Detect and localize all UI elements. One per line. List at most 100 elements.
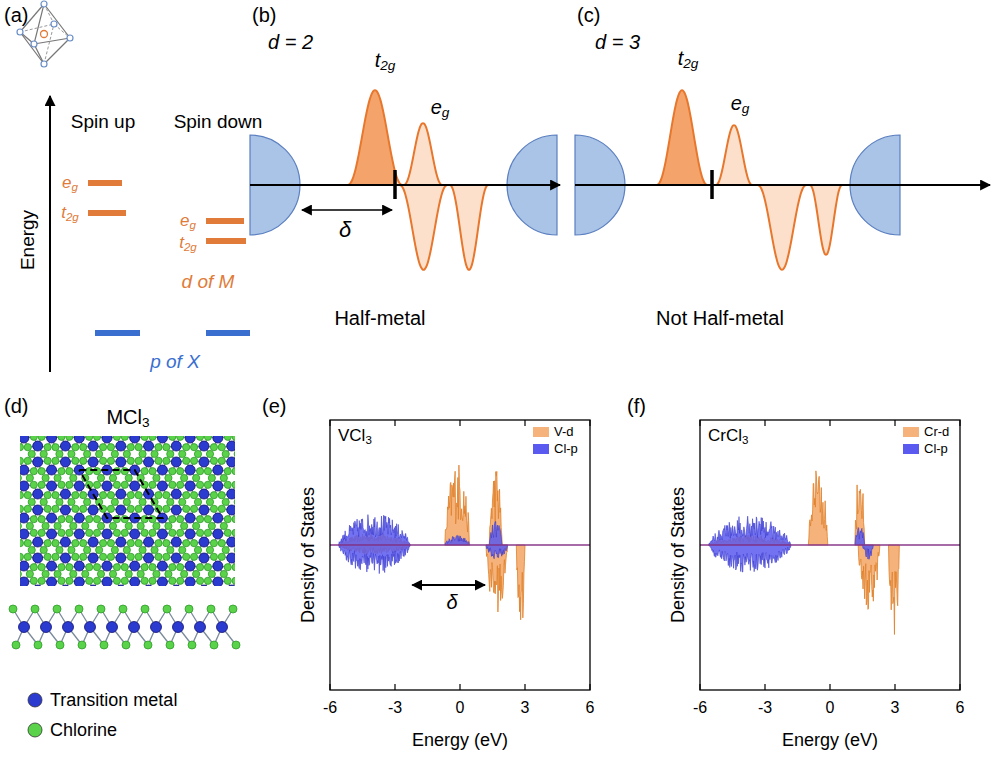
- metal-atom: [88, 457, 98, 467]
- chlorine-atom: [196, 564, 203, 571]
- plot-frame: [330, 420, 590, 690]
- chlorine-atom: [177, 564, 184, 571]
- chlorine-atom: [222, 498, 229, 505]
- d-dos-area: [889, 545, 900, 634]
- chlorine-atom: [111, 450, 118, 457]
- chlorine-atom: [232, 577, 235, 584]
- chlorine-atom: [40, 498, 47, 505]
- chlorine-atom: [56, 450, 63, 457]
- chlorine-atom: [40, 546, 47, 553]
- chlorine-atom: [97, 474, 104, 481]
- metal-atom: [47, 465, 57, 475]
- level-label: p of X: [150, 351, 200, 373]
- metal-atom: [102, 436, 112, 443]
- metal-atom: [116, 489, 126, 499]
- tick-label: 6: [956, 699, 965, 717]
- metal-atom: [199, 457, 209, 467]
- chlorine-atom: [113, 516, 120, 523]
- metal-atom: [60, 553, 70, 563]
- chlorine-atom: [179, 450, 186, 457]
- chlorine-atom: [28, 498, 35, 505]
- chlorine-atom: [54, 522, 61, 529]
- metal-atom: [144, 441, 154, 451]
- d-dos-area: [489, 471, 502, 545]
- chlorine-atom: [210, 492, 217, 499]
- chlorine-atom: [20, 474, 21, 481]
- chlorine-atom: [113, 529, 120, 536]
- metal-atom: [88, 585, 98, 586]
- chlorine-atom: [204, 468, 211, 475]
- legend-text: Cl-p: [924, 442, 948, 457]
- chlorine-atom: [107, 540, 114, 547]
- metal-atom: [74, 529, 84, 539]
- chlorine-atom: [93, 564, 100, 571]
- chlorine-atom: [190, 540, 197, 547]
- chlorine-atom: [99, 540, 106, 547]
- chlorine-atom: [163, 505, 170, 512]
- chlorine-atom: [113, 436, 120, 440]
- chlorine-atom: [53, 605, 61, 613]
- dos-peak-outline: [400, 185, 447, 270]
- p-dos-area: [445, 535, 470, 545]
- ligand-atom: [41, 61, 47, 67]
- metal-atom: [33, 585, 43, 586]
- chlorine-atom: [206, 450, 213, 457]
- metal-atom: [227, 553, 235, 563]
- dos-peak-fill: [450, 185, 488, 270]
- chlorine-atom: [153, 522, 160, 529]
- chlorine-atom: [149, 468, 156, 475]
- metal-atom: [213, 529, 223, 539]
- chlorine-atom: [66, 436, 73, 440]
- chlorine-atom: [38, 516, 45, 523]
- chlorine-atom: [12, 641, 20, 649]
- chlorine-atom: [20, 570, 21, 577]
- axis-label: Energy: [17, 210, 39, 270]
- chlorine-atom: [141, 529, 148, 536]
- tick: [459, 420, 460, 426]
- chlorine-atom: [123, 498, 130, 505]
- chlorine-atom: [229, 605, 237, 613]
- chlorine-atom: [68, 498, 75, 505]
- chlorine-atom: [177, 481, 184, 488]
- metal-atom: [144, 553, 154, 563]
- chlorine-atom: [166, 641, 174, 649]
- dos-peak-fill: [716, 125, 752, 185]
- d-level-bar: [88, 180, 122, 186]
- d-dos-area: [516, 545, 525, 620]
- metal-atom: [199, 537, 209, 547]
- chlorine-atom: [232, 564, 235, 571]
- metal-atom: [171, 553, 181, 563]
- metal-atom: [33, 441, 43, 451]
- d-level-bar: [206, 218, 244, 224]
- octahedron-edge: [34, 4, 44, 44]
- chlorine-atom: [66, 529, 73, 536]
- chlorine-atom: [38, 436, 45, 440]
- metal-atom: [227, 489, 235, 499]
- chlorine-atom: [204, 529, 211, 536]
- metal-atom: [107, 622, 118, 633]
- metal-atom: [213, 481, 223, 491]
- chlorine-atom: [20, 492, 24, 499]
- chlorine-atom: [30, 436, 37, 440]
- chlorine-atom: [232, 529, 235, 536]
- metal-atom: [213, 577, 223, 586]
- metal-atom: [74, 436, 84, 443]
- p-level-bar: [206, 330, 250, 336]
- metal-atom: [185, 465, 195, 475]
- chlorine-atom: [196, 436, 203, 440]
- chlorine-atom: [218, 457, 225, 464]
- chlorine-atom: [26, 570, 33, 577]
- chlorine-atom: [218, 444, 225, 451]
- chlorine-atom: [58, 468, 65, 475]
- chlorine-atom: [26, 474, 33, 481]
- chlorine-atom: [210, 540, 217, 547]
- metal-atom: [171, 537, 181, 547]
- chlorine-atom: [58, 481, 65, 488]
- chlorine-atom: [183, 505, 190, 512]
- legend-entry: [903, 444, 919, 454]
- tick-label: 0: [826, 699, 835, 717]
- chlorine-atom: [163, 457, 170, 464]
- chlorine-atom: [135, 505, 142, 512]
- metal-atom: [151, 622, 162, 633]
